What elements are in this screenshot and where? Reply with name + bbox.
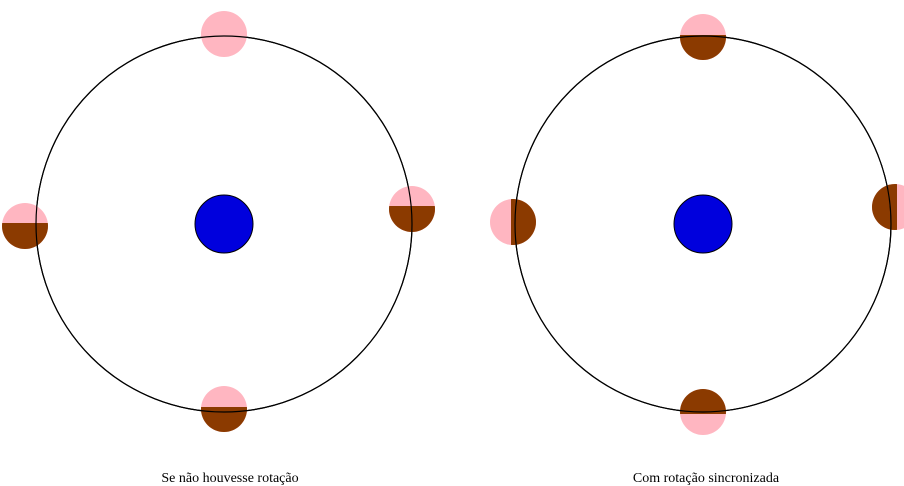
moon-dark-side [201, 407, 247, 432]
moon-right [872, 184, 904, 230]
panel-no-rotation: Se não houvesse rotação [2, 11, 435, 486]
moon-dark-side [872, 184, 897, 230]
moon-left [2, 203, 48, 249]
moon-light-side [201, 11, 247, 57]
moon-dark-side [680, 35, 726, 60]
moon-dark-side [680, 389, 726, 414]
caption-synchronous-rotation: Com rotação sincronizada [633, 471, 780, 486]
caption-no-rotation: Se não houvesse rotação [161, 471, 298, 486]
moon-left [490, 199, 536, 245]
planet-circle [673, 194, 733, 254]
moon-bottom [201, 386, 247, 432]
planet-circle [194, 194, 254, 254]
panel-synchronous-rotation: Com rotação sincronizada [490, 14, 904, 486]
orbit-circle-overlay [35, 35, 413, 413]
moon-top [201, 11, 247, 57]
orbit-circle-overlay [514, 35, 892, 413]
moon-top [680, 14, 726, 60]
moon-bottom [680, 389, 726, 435]
